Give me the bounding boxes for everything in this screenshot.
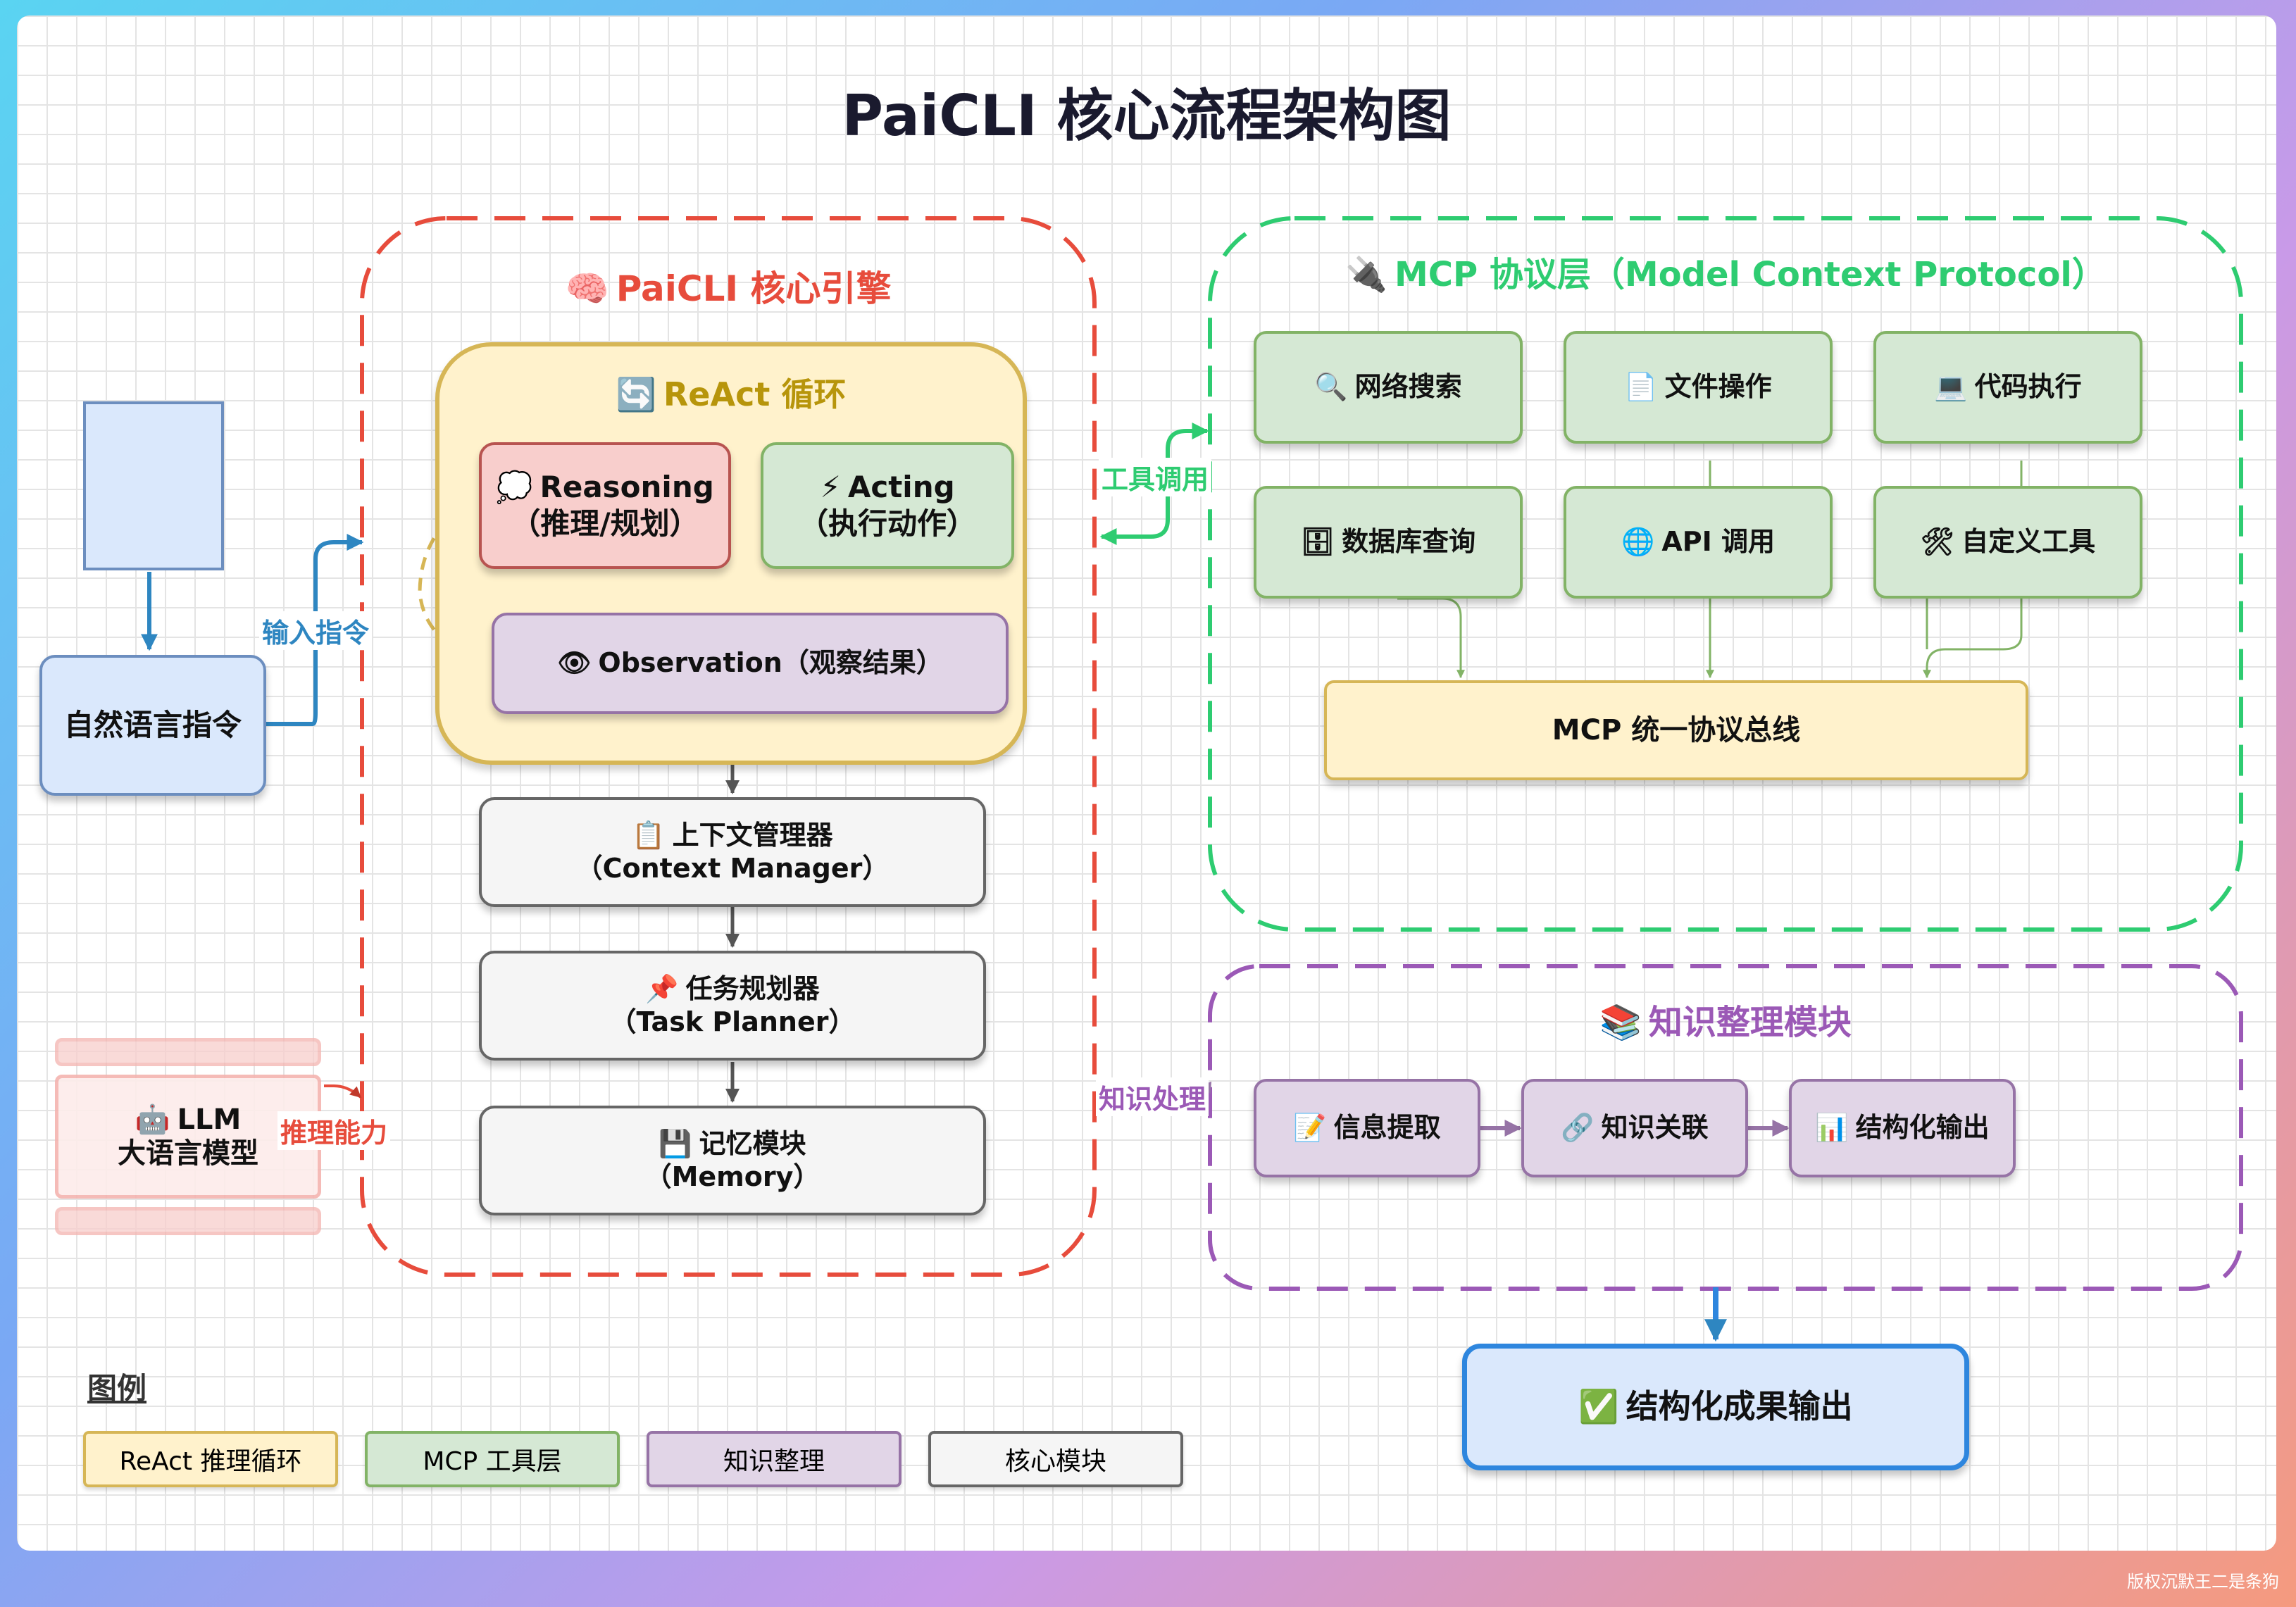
llm-stack: 🤖LLM 大语言模型 [55,1038,321,1235]
knowledge-step-link[interactable]: 🔗知识关联 [1521,1079,1748,1177]
legend-item-knowledge: 知识整理 [647,1431,901,1487]
file-cabinet-icon: 🗄 [1300,526,1335,558]
legend-item-core: 核心模块 [928,1431,1183,1487]
reasoning-box[interactable]: 💭Reasoning （推理/规划） [479,442,731,569]
tool-web-search[interactable]: 🔍网络搜索 [1254,331,1523,444]
knowledge-group-border [1208,964,2243,1291]
legend-item-mcp: MCP 工具层 [365,1431,620,1487]
brain-icon: 🧠 [565,268,609,309]
tool-database-query[interactable]: 🗄数据库查询 [1254,486,1523,599]
eye-icon: 👁 [557,647,592,679]
observation-box[interactable]: 👁Observation（观察结果） [492,613,1009,714]
magnifier-icon: 🔍 [1314,371,1348,403]
clipboard-icon: 📋 [632,819,666,851]
page-title: PaiCLI 核心流程架构图 [842,83,1452,149]
pushpin-icon: 📌 [645,973,679,1004]
engine-group-border [360,216,1097,1277]
task-planner-box[interactable]: 📌任务规划器 （Task Planner） [479,951,986,1061]
context-manager-box[interactable]: 📋上下文管理器 （Context Manager） [479,797,986,907]
engine-group-title: 🧠PaiCLI 核心引擎 [565,268,892,309]
thought-bubble-icon: 💭 [496,469,533,504]
knowledge-group-title: 📚知识整理模块 [1599,1003,1852,1042]
tool-file-ops[interactable]: 📄文件操作 [1564,331,1833,444]
tool-call-edge-label: 工具调用 [1099,458,1212,496]
input-placeholder-box [83,401,224,570]
document-icon: 📄 [1624,371,1658,403]
tool-custom[interactable]: 🛠自定义工具 [1873,486,2142,599]
acting-box[interactable]: ⚡Acting （执行动作） [761,442,1014,569]
lightning-icon: ⚡ [820,469,841,504]
books-icon: 📚 [1599,1003,1642,1042]
cycle-icon: 🔄 [616,375,656,413]
reasoning-ability-edge-label: 推理能力 [277,1111,391,1150]
mcp-group-title: 🔌MCP 协议层（Model Context Protocol） [1345,255,2106,294]
knowledge-step-structured-output[interactable]: 📊结构化输出 [1789,1079,2016,1177]
mcp-group-border [1208,216,2243,932]
llm-box[interactable]: 🤖LLM 大语言模型 [118,1103,258,1170]
knowledge-process-edge-label: 知识处理 [1096,1077,1209,1116]
globe-icon: 🌐 [1621,526,1655,558]
legend-item-react: ReAct 推理循环 [83,1431,338,1487]
memo-icon: 📝 [1293,1112,1327,1144]
memory-box[interactable]: 💾记忆模块 （Memory） [479,1106,986,1215]
connector-layer [141,216,2243,1342]
link-icon: 🔗 [1561,1112,1595,1144]
laptop-icon: 💻 [1934,371,1968,403]
robot-icon: 🤖 [135,1103,170,1136]
check-mark-icon: ✅ [1578,1387,1619,1426]
input-instruction-edge-label: 输入指令 [259,611,373,650]
knowledge-step-extract[interactable]: 📝信息提取 [1254,1079,1480,1177]
legend-title: 图例 [87,1371,147,1406]
plug-icon: 🔌 [1345,255,1387,294]
bar-chart-icon: 📊 [1815,1112,1849,1144]
structured-result-output-box[interactable]: ✅结构化成果输出 [1462,1344,1969,1470]
floppy-disk-icon: 💾 [659,1127,692,1159]
tools-icon: 🛠 [1920,526,1955,558]
natural-language-instruction-box[interactable]: 自然语言指令 [39,655,266,796]
react-loop-title: 🔄ReAct 循环 [616,375,847,413]
diagram-canvas: PaiCLI 核心流程架构图 自然语言指令 输入指令 🤖LLM 大语言模型 推理… [17,15,2276,1551]
watermark: 版权沉默王二是条狗 [2127,1572,2279,1592]
tool-code-exec[interactable]: 💻代码执行 [1873,331,2142,444]
tool-api-call[interactable]: 🌐API 调用 [1564,486,1833,599]
mcp-bus-box[interactable]: MCP 统一协议总线 [1324,680,2028,780]
